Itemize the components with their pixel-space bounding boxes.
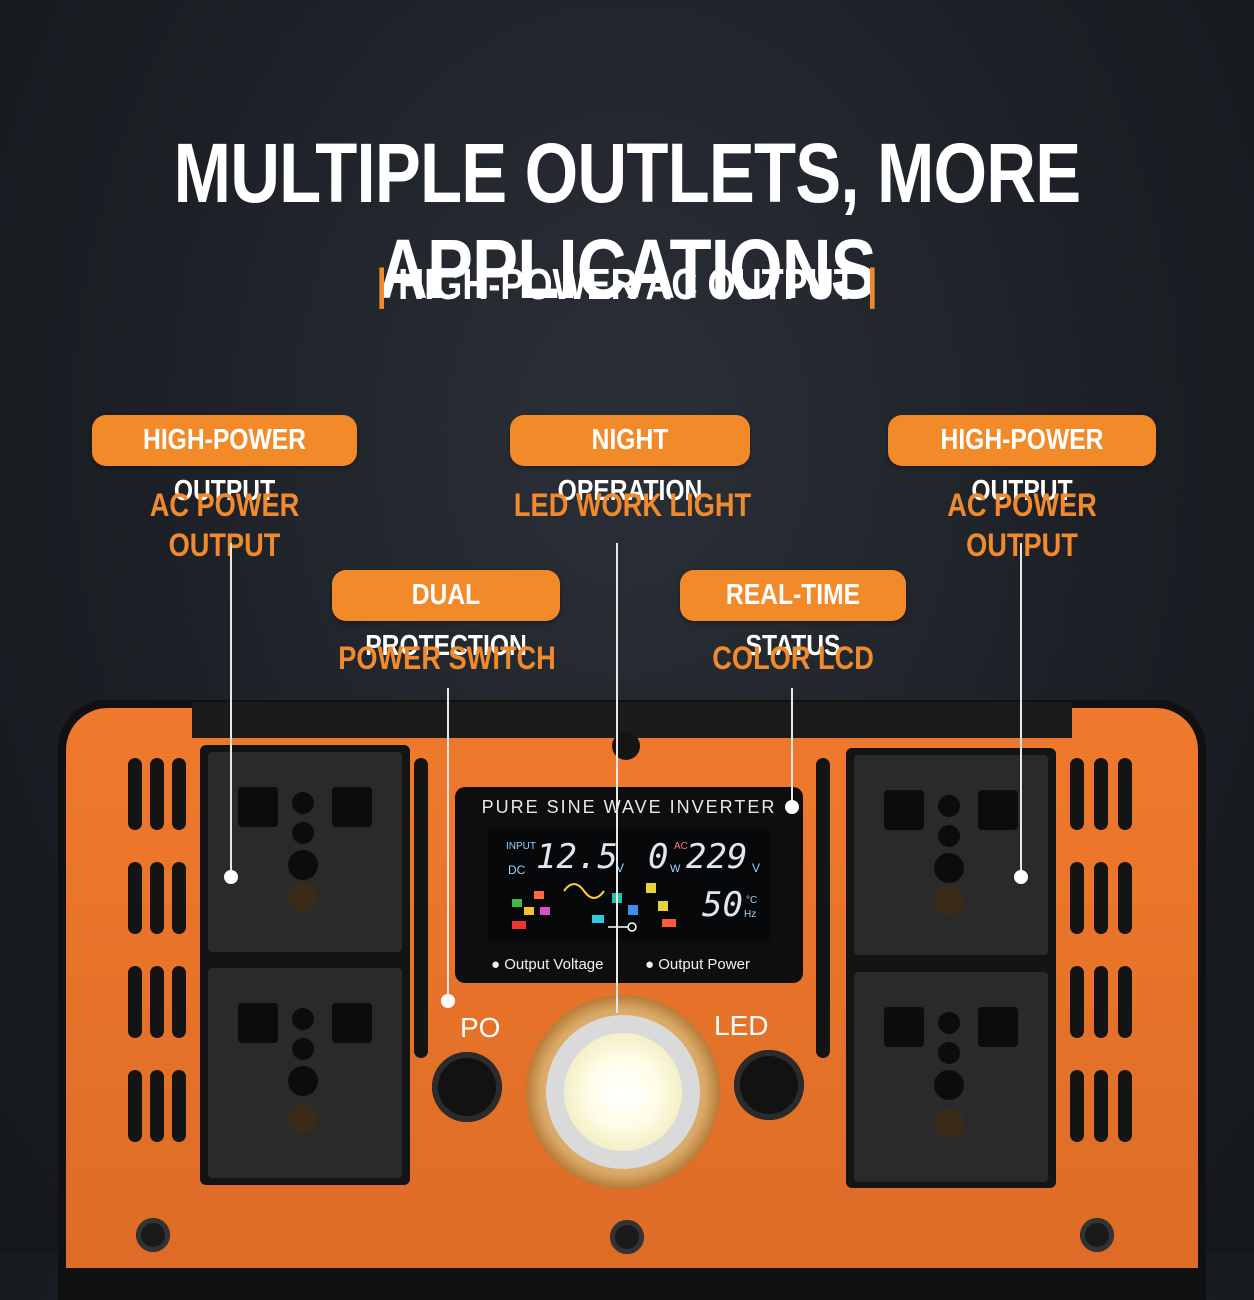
- callout-label-left-outlets: AC POWER OUTPUT: [149, 487, 300, 563]
- leader-line-left-outlets: [230, 543, 232, 876]
- led-work-light: [526, 995, 720, 1189]
- right-vents: [1070, 758, 1140, 1158]
- subhead-text: HIGH-POWER AC OUTPUT: [398, 260, 856, 309]
- leader-dot-right-outlets: [1014, 870, 1028, 884]
- ac-outlet-left-bottom[interactable]: [208, 968, 402, 1178]
- screw-icon: [610, 1220, 644, 1254]
- lcd-status-icons: [512, 883, 676, 932]
- leader-line-led-light: [616, 543, 618, 1013]
- mounting-bracket: [192, 702, 1072, 738]
- led-button-label: LED: [714, 1010, 769, 1041]
- lcd-input-voltage: 12.5: [536, 837, 618, 877]
- lcd-legend-output-power: ● Output Power: [645, 956, 750, 973]
- leader-line-right-outlets: [1020, 543, 1022, 876]
- lcd-legend-output-voltage: ● Output Voltage: [491, 956, 604, 973]
- power-button-label: PO: [460, 1012, 501, 1043]
- lcd-frequency: 50: [702, 885, 743, 925]
- callout-label-power-switch: POWER SWITCH: [338, 640, 556, 676]
- leader-line-lcd: [791, 688, 793, 802]
- lcd-input-unit: V: [616, 861, 625, 875]
- subhead-bar-left: |: [376, 260, 387, 309]
- left-vents: [128, 758, 188, 1158]
- callout-badge-right-outlets: HIGH-POWER OUTPUT: [888, 415, 1156, 507]
- led-switch-button[interactable]: [734, 1050, 804, 1120]
- callout-badge-power-switch: DUAL PROTECTION: [332, 570, 560, 662]
- leader-dot-power-switch: [441, 994, 455, 1008]
- lcd-output-voltage: 229: [686, 837, 748, 877]
- ac-outlet-right-bottom[interactable]: [854, 972, 1048, 1182]
- lcd-hz-unit: Hz: [744, 909, 757, 920]
- callout-badge-lcd: REAL-TIME STATUS: [680, 570, 906, 662]
- subhead-bar-right: |: [867, 260, 878, 309]
- subhead: |HIGH-POWER AC OUTPUT|: [113, 258, 1141, 312]
- leader-line-power-switch: [447, 688, 449, 1000]
- callout-badge-led-light: NIGHT OPERATION: [510, 415, 750, 507]
- lcd-dc-label: DC: [508, 863, 526, 877]
- leader-dot-lcd: [785, 800, 799, 814]
- lcd-power-unit: W: [670, 863, 681, 875]
- power-switch-button[interactable]: [432, 1052, 502, 1122]
- callout-label-right-outlets: AC POWER OUTPUT: [947, 487, 1097, 563]
- leader-dot-left-outlets: [224, 870, 238, 884]
- center-left-vent: [414, 758, 428, 1058]
- headline: MULTIPLE OUTLETS, MORE APPLICATIONS: [173, 126, 1082, 316]
- ac-outlet-right-top[interactable]: [854, 755, 1048, 955]
- center-right-vent: [816, 758, 830, 1058]
- led-lamp-icon: [564, 1033, 682, 1151]
- lcd-temp-unit: °C: [746, 895, 758, 906]
- lcd-title: PURE SINE WAVE INVERTER: [481, 797, 777, 817]
- screw-icon: [1080, 1218, 1114, 1252]
- screw-icon: [136, 1218, 170, 1252]
- callout-label-led-light: LED WORK LIGHT: [513, 487, 752, 523]
- callout-badge-left-outlets: HIGH-POWER OUTPUT: [92, 415, 357, 507]
- callout-label-lcd: COLOR LCD: [712, 640, 874, 676]
- lcd-output-unit: V: [752, 861, 761, 875]
- lcd-display: PURE SINE WAVE INVERTER INPUT DC 12.5 V …: [455, 787, 803, 983]
- lcd-screen: INPUT DC 12.5 V 0 W AC 229 V 50 °C Hz: [488, 829, 770, 941]
- lcd-ac-label: AC: [674, 841, 688, 852]
- lcd-input-label: INPUT: [506, 841, 536, 852]
- ac-outlet-left-top[interactable]: [208, 752, 402, 952]
- lcd-output-power: 0: [648, 837, 669, 877]
